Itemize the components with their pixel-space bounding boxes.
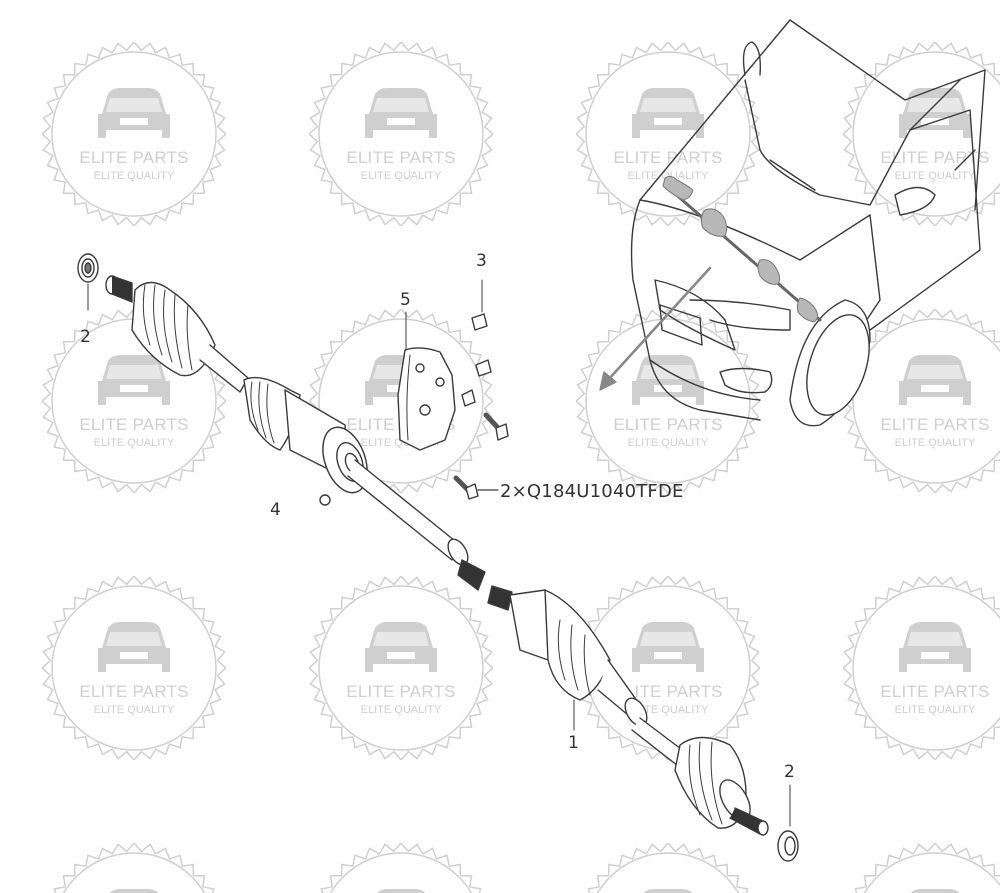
- drive-shaft-right: [487, 585, 769, 836]
- watermark-badge: ELITE PARTS ELITE QUALITY: [42, 576, 226, 760]
- callout-2-left: 2: [80, 327, 91, 347]
- car-front-icon: [42, 42, 226, 226]
- support-bracket: [397, 311, 456, 451]
- callout-1: 1: [568, 733, 579, 753]
- watermark-brand: ELITE PARTS: [79, 682, 189, 701]
- fastener-part-number: 2×Q184U1040TFDE: [500, 481, 684, 502]
- callout-4: 4: [270, 500, 281, 520]
- callout-3: 3: [476, 251, 487, 271]
- watermark-badge: ELITE PARTS ELITE QUALITY: [843, 309, 1000, 493]
- car-front-icon: [42, 576, 226, 760]
- car-front-icon: [854, 843, 1000, 893]
- car-front-icon: [53, 843, 215, 893]
- watermark-tagline: ELITE QUALITY: [627, 704, 709, 716]
- drive-shaft-left: [105, 275, 486, 591]
- watermark-tagline: ELITE QUALITY: [360, 170, 442, 182]
- watermark-tagline: ELITE QUALITY: [894, 437, 976, 449]
- watermark-tagline: ELITE QUALITY: [627, 437, 709, 449]
- watermark-brand: ELITE PARTS: [613, 415, 723, 434]
- callout-2-right: 2: [784, 762, 795, 782]
- watermark-badge: ELITE PARTS ELITE QUALITY: [309, 42, 493, 226]
- watermark-brand: ELITE PARTS: [79, 148, 189, 167]
- watermark-brand: ELITE PARTS: [613, 148, 723, 167]
- watermark-brand: ELITE PARTS: [880, 415, 990, 434]
- watermark-tagline: ELITE QUALITY: [93, 170, 175, 182]
- watermark-brand: ELITE PARTS: [613, 682, 723, 701]
- watermark-badge: ELITE PARTS ELITE QUALITY: [42, 42, 226, 226]
- watermark-brand: ELITE PARTS: [346, 682, 456, 701]
- watermark-tagline: ELITE QUALITY: [93, 437, 175, 449]
- watermark-brand: ELITE PARTS: [880, 682, 990, 701]
- watermark-badge: ELITE PARTS ELITE QUALITY: [843, 576, 1000, 760]
- bolts: [453, 279, 509, 500]
- watermark-tagline: ELITE QUALITY: [894, 170, 976, 182]
- watermark-brand: ELITE PARTS: [346, 148, 456, 167]
- car-front-icon: [843, 42, 1000, 226]
- watermark-tagline: ELITE QUALITY: [360, 704, 442, 716]
- car-front-icon: [587, 843, 749, 893]
- car-front-icon: [843, 309, 1000, 493]
- vehicle-inset: [599, 19, 986, 427]
- watermark-brand: ELITE PARTS: [79, 415, 189, 434]
- car-front-icon: [843, 576, 1000, 760]
- callout-5: 5: [400, 290, 411, 310]
- hub-nut-right: [777, 784, 799, 862]
- watermark-tagline: ELITE QUALITY: [894, 704, 976, 716]
- watermark-badge: ELITE PARTS ELITE QUALITY: [309, 576, 493, 760]
- watermark-tagline: ELITE QUALITY: [93, 704, 175, 716]
- car-front-icon: [309, 576, 493, 760]
- car-front-icon: [309, 42, 493, 226]
- watermark-tagline: ELITE QUALITY: [627, 170, 709, 182]
- car-front-icon: [320, 843, 482, 893]
- hub-nut-left: [77, 253, 99, 311]
- watermark-badge: ELITE PARTS ELITE QUALITY: [576, 42, 760, 226]
